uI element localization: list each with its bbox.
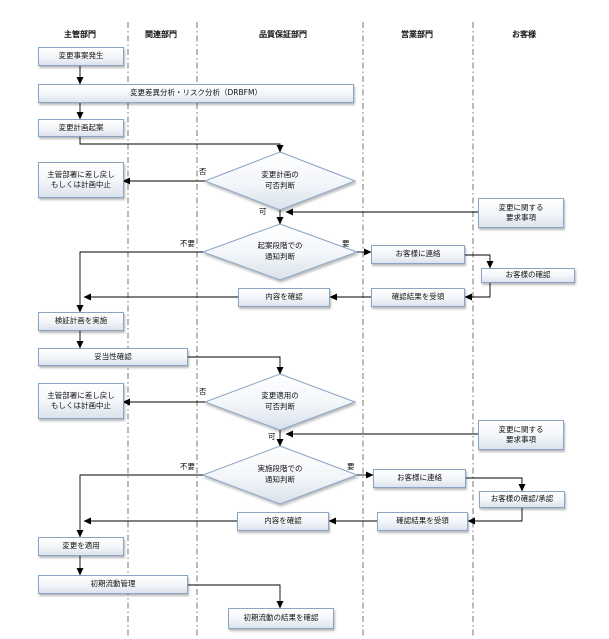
branch-needed-1: 要 bbox=[342, 239, 350, 248]
decision-plan-label: 変更計画の 可否判断 bbox=[261, 170, 299, 190]
customer-check-box-2: お客様の確認/承認 bbox=[479, 491, 565, 508]
notify-decision-plan-label: 起案段階での 通知判断 bbox=[257, 241, 303, 261]
connectors bbox=[76, 66, 526, 609]
notify-decision-plan-diamond bbox=[201, 223, 359, 281]
receive-result-box-2: 確認結果を受領 bbox=[377, 512, 468, 531]
decision-apply-label: 変更適用の 可否判断 bbox=[261, 391, 299, 411]
lane-header-related: 関連部門 bbox=[145, 30, 177, 39]
notify-decision-impl-diamond bbox=[201, 445, 359, 505]
receive-result-box-1: 確認結果を受領 bbox=[371, 288, 465, 307]
confirm-content-box-1: 内容を確認 bbox=[238, 288, 330, 307]
branch-not-needed-1: 不要 bbox=[180, 239, 195, 248]
validity-check-box: 妥当性確認 bbox=[38, 348, 188, 366]
return-box-2: 主管部署に差し戻し もしくは計画中止 bbox=[38, 383, 124, 419]
lane-header-qa: 品質保証部門 bbox=[259, 30, 307, 39]
contact-customer-box-1: お客様に連絡 bbox=[371, 245, 465, 264]
confirm-content-box-2: 内容を確認 bbox=[237, 512, 329, 531]
branch-not-needed-2: 不要 bbox=[180, 462, 195, 471]
decision-shapes bbox=[201, 151, 359, 505]
change-occurrence-box: 変更事案発生 bbox=[38, 47, 124, 66]
apply-change-box: 変更を適用 bbox=[38, 537, 124, 556]
branch-yes-1: 可 bbox=[259, 207, 267, 216]
lane-header-customer: お客様 bbox=[512, 30, 536, 39]
branch-no-2: 否 bbox=[199, 387, 207, 396]
branch-yes-2: 可 bbox=[268, 432, 276, 441]
drbfm-box: 変更差異分析・リスク分析（DRBFM） bbox=[38, 84, 354, 103]
contact-customer-box-2: お客様に連絡 bbox=[373, 469, 466, 488]
customer-request-box-1: 変更に関する 要求事項 bbox=[478, 198, 564, 228]
customer-request-box-2: 変更に関する 要求事項 bbox=[478, 420, 564, 450]
notify-decision-impl-label: 実施段階での 通知判断 bbox=[257, 464, 303, 484]
lane-separators bbox=[127, 22, 474, 636]
branch-needed-2: 要 bbox=[347, 462, 355, 471]
branch-no-1: 否 bbox=[199, 167, 207, 176]
confirm-initial-box: 初期流動の結果を確認 bbox=[228, 608, 334, 629]
customer-check-box-1: お客様の確認 bbox=[481, 268, 575, 283]
return-box-1: 主管部署に差し戻し もしくは計画中止 bbox=[38, 162, 124, 198]
initial-control-box: 初期流動管理 bbox=[38, 575, 188, 594]
lane-header-owner: 主管部門 bbox=[64, 30, 96, 39]
lane-header-sales: 営業部門 bbox=[401, 30, 433, 39]
plan-draft-box: 変更計画起案 bbox=[38, 119, 124, 137]
verification-plan-box: 検証計画を実施 bbox=[38, 312, 124, 331]
